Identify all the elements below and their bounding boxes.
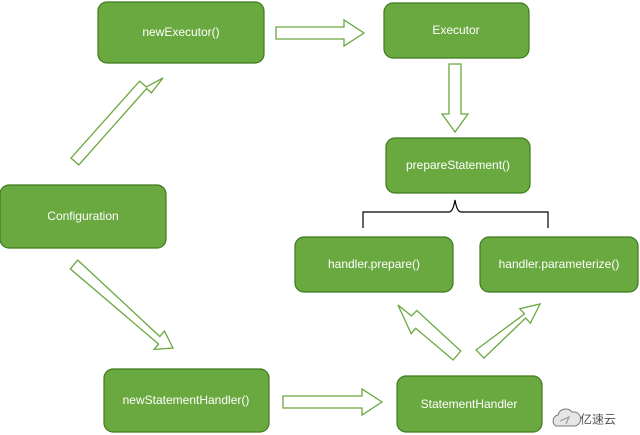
node-prepare-statement: prepareStatement() bbox=[385, 137, 531, 194]
node-new-executor: newExecutor() bbox=[97, 1, 265, 64]
arrow-new-statement-handler-to-statement-handler bbox=[282, 387, 384, 417]
node-handler-parameterize: handler.parameterize() bbox=[479, 236, 639, 293]
node-new-statement-handler-label: newStatementHandler() bbox=[123, 393, 250, 407]
node-configuration: Configuration bbox=[0, 184, 167, 249]
node-executor: Executor bbox=[383, 2, 530, 59]
node-new-executor-label: newExecutor() bbox=[142, 25, 219, 39]
node-statement-handler: StatementHandler bbox=[396, 375, 543, 433]
arrow-executor-to-prepare-statement bbox=[440, 63, 470, 134]
arrow-new-executor-to-executor bbox=[275, 18, 366, 48]
node-new-statement-handler: newStatementHandler() bbox=[103, 368, 270, 433]
node-handler-parameterize-label: handler.parameterize() bbox=[499, 257, 620, 271]
arrow-configuration-to-new-statement-handler bbox=[69, 259, 175, 351]
node-handler-prepare-label: handler.prepare() bbox=[328, 257, 420, 271]
watermark-text: 亿速云 bbox=[580, 412, 616, 427]
node-statement-handler-label: StatementHandler bbox=[421, 397, 518, 411]
node-prepare-statement-label: prepareStatement() bbox=[406, 158, 510, 172]
watermark-logo: 亿速云 bbox=[552, 408, 616, 427]
node-handler-prepare: handler.prepare() bbox=[294, 236, 454, 293]
node-configuration-label: Configuration bbox=[47, 209, 118, 223]
arrow-configuration-to-new-executor bbox=[70, 77, 164, 166]
arrow-statement-handler-to-handler-prepare bbox=[397, 304, 462, 361]
split-brace bbox=[362, 199, 549, 228]
arrow-statement-handler-to-handler-parameterize bbox=[475, 303, 542, 360]
cloud-logo-icon bbox=[552, 408, 582, 427]
node-executor-label: Executor bbox=[432, 23, 479, 37]
